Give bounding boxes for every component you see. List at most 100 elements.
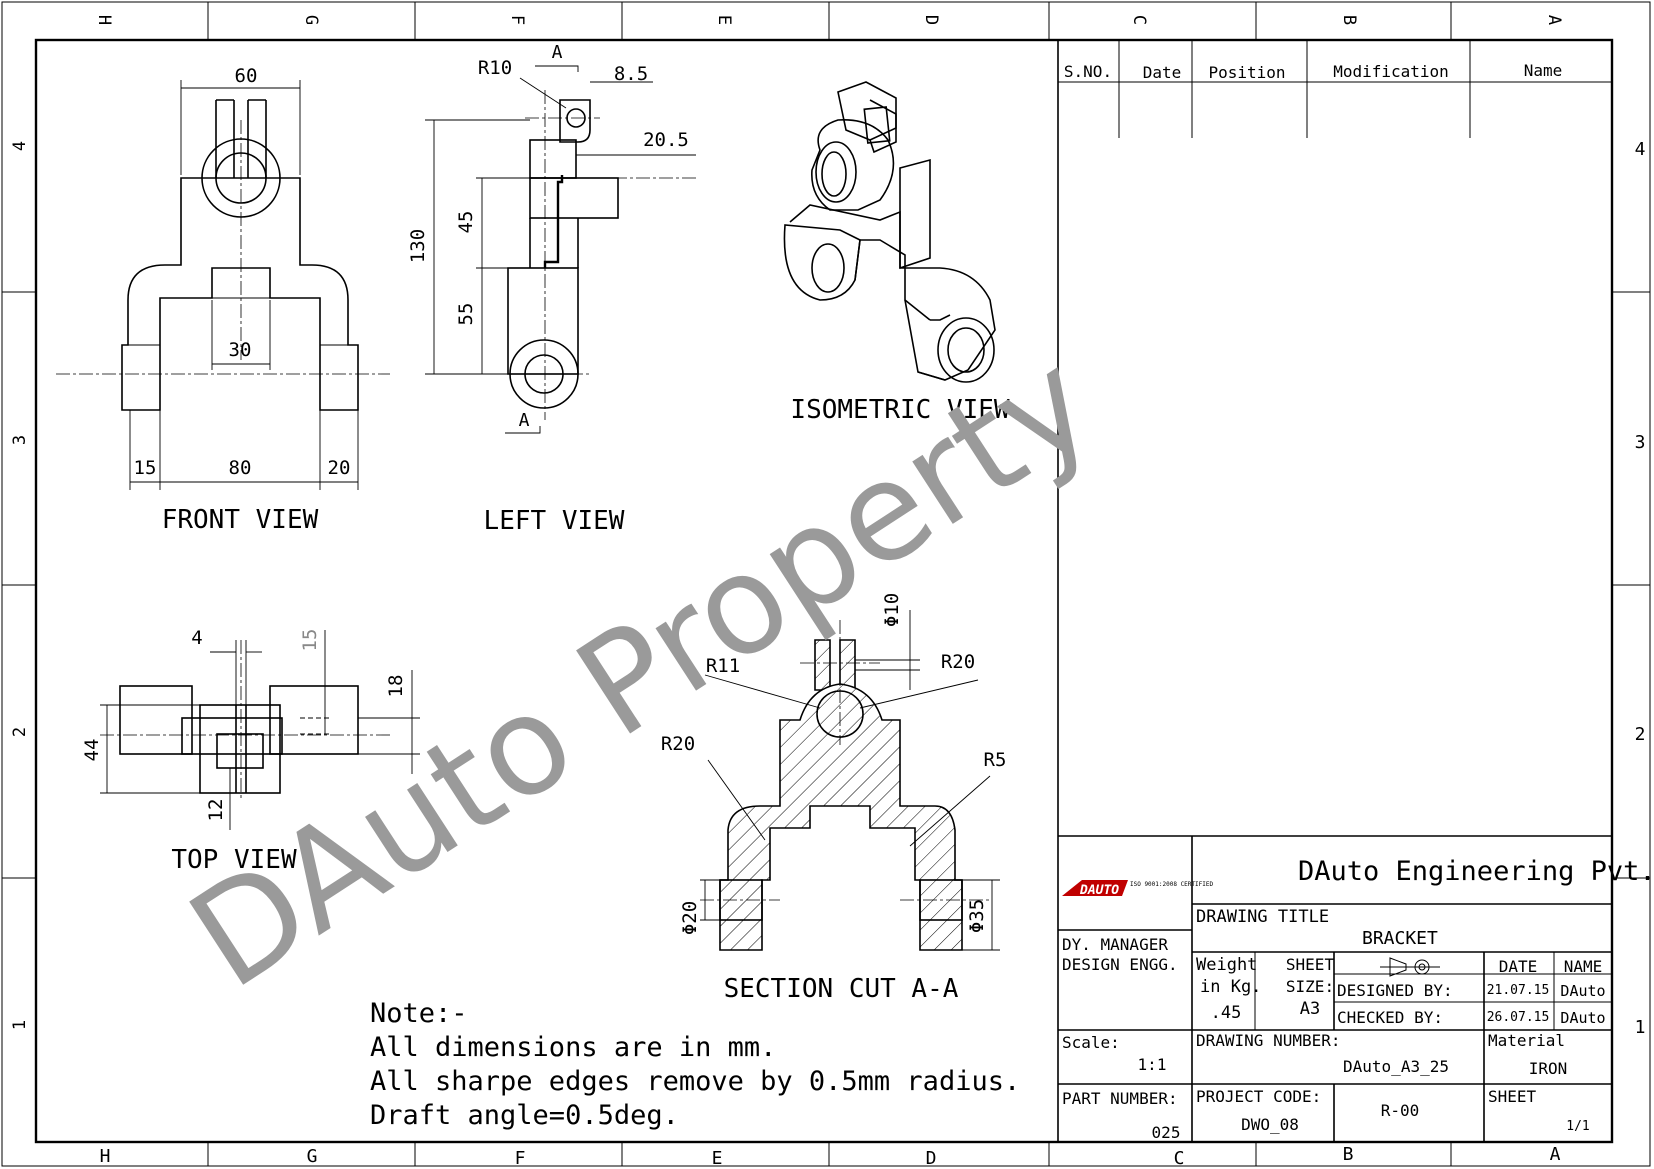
section-dim-r5: R5 (984, 749, 1007, 771)
revision-code: R-00 (1381, 1101, 1420, 1120)
row-left-4: 4 (10, 141, 30, 151)
drawing-number: DAuto_A3_25 (1343, 1057, 1449, 1076)
checked-date: 26.07.15 (1487, 1010, 1550, 1025)
date-header: DATE (1499, 957, 1538, 976)
notes-line-3: Draft angle=0.5deg. (370, 1100, 679, 1131)
left-dim-130: 130 (407, 229, 429, 263)
rev-header-sno: S.NO. (1064, 62, 1112, 81)
left-dim-20-5: 20.5 (643, 129, 689, 151)
company-name: DAuto Engineering Pvt.Ltd. (1298, 856, 1654, 887)
left-dim-45: 45 (455, 211, 477, 234)
material-value: IRON (1529, 1059, 1568, 1078)
zone-top-f: F (507, 15, 527, 25)
checked-by-label: CHECKED BY: (1337, 1008, 1443, 1027)
rev-header-position: Position (1208, 63, 1285, 82)
notes: Note:- All dimensions are in mm. All sha… (370, 998, 1020, 1131)
zone-bottom-e: E (712, 1148, 723, 1169)
left-section-mark-bottom: A (519, 410, 530, 431)
material-label: Material (1488, 1031, 1565, 1050)
row-right-2: 2 (1635, 724, 1646, 745)
top-view-label: TOP VIEW (171, 845, 297, 875)
sheet-value: 1/1 (1566, 1119, 1589, 1134)
sheet-size-label-1: SHEET (1286, 955, 1335, 974)
zone-top-c: C (1129, 15, 1149, 25)
front-view-label: FRONT VIEW (162, 505, 319, 535)
front-dim-60: 60 (235, 65, 258, 87)
projection-symbol-icon (1380, 957, 1440, 977)
company-logo: DAUTO ISO 9001:2008 CERTIFIED (1062, 880, 1213, 898)
role-design-engg: DESIGN ENGG. (1062, 955, 1178, 974)
designed-name: DAuto (1560, 982, 1605, 1000)
section-dim-dia35: Φ35 (966, 899, 988, 933)
isometric-view-label: ISOMETRIC VIEW (790, 395, 1009, 425)
section-dim-r20-top: R20 (941, 651, 975, 673)
sheet-label: SHEET (1488, 1087, 1537, 1106)
zone-top-b: B (1339, 15, 1359, 25)
front-dim-20: 20 (328, 457, 351, 479)
checked-name: DAuto (1560, 1009, 1605, 1027)
zone-top-g: G (301, 15, 321, 25)
top-dim-18: 18 (385, 675, 407, 698)
sheet-size-label-2: SIZE: (1286, 977, 1334, 996)
section-dim-dia10: Φ10 (881, 593, 903, 627)
zone-labels-bottom: H G F E D C B A (100, 1144, 1561, 1169)
zone-labels-right: 4 3 2 1 (1635, 139, 1646, 1038)
weight-label-1: Weight (1196, 955, 1257, 975)
section-view-label: SECTION CUT A-A (724, 974, 959, 1004)
section-view: Φ10 R11 R20 R20 R5 Φ20 Φ35 SECTION CUT A… (661, 593, 1007, 1004)
top-dim-15: 15 (299, 629, 321, 652)
zone-top-e: E (714, 15, 734, 25)
zone-labels-left: 4 3 2 1 (10, 141, 30, 1030)
row-left-1: 1 (10, 1020, 30, 1030)
row-left-3: 3 (10, 435, 30, 445)
front-dim-15: 15 (134, 457, 157, 479)
scale-value: 1:1 (1138, 1055, 1167, 1074)
top-dim-12: 12 (205, 799, 227, 822)
project-code-label: PROJECT CODE: (1196, 1087, 1321, 1106)
rev-header-name: Name (1524, 61, 1563, 80)
title-block: DAUTO ISO 9001:2008 CERTIFIED DAuto Engi… (1058, 835, 1654, 1142)
top-view: 4 15 18 44 12 TOP VIEW (81, 627, 420, 875)
section-dim-r11: R11 (706, 655, 740, 677)
zone-bottom-g: G (307, 1146, 318, 1167)
designed-by-label: DESIGNED BY: (1337, 981, 1453, 1000)
zone-top-d: D (921, 15, 941, 25)
zone-bottom-a: A (1550, 1144, 1561, 1165)
designed-date: 21.07.15 (1487, 983, 1550, 998)
drawing-title: BRACKET (1362, 928, 1438, 949)
drawing-number-label: DRAWING NUMBER: (1196, 1031, 1341, 1050)
part-number: 025 (1152, 1123, 1181, 1142)
section-dim-r20-left: R20 (661, 733, 695, 755)
left-dim-8-5: 8.5 (614, 63, 648, 85)
row-right-4: 4 (1635, 139, 1646, 160)
revision-table: S.NO. Date Position Modification Name (1057, 40, 1612, 1142)
notes-line-1: All dimensions are in mm. (370, 1032, 776, 1063)
logo-text: DAUTO (1079, 883, 1119, 898)
front-view: 60 30 15 80 20 FRONT VIEW (56, 65, 390, 535)
rev-header-date: Date (1143, 63, 1182, 82)
row-right-1: 1 (1635, 1017, 1646, 1038)
drawing-title-label: DRAWING TITLE (1196, 907, 1329, 927)
top-dim-4: 4 (191, 627, 202, 649)
zone-labels-top: H G F E D C B A (94, 15, 1564, 25)
zone-top-a: A (1544, 15, 1564, 25)
left-view: A A R10 8.5 20.5 130 45 55 LEFT VIEW (407, 42, 696, 536)
row-right-3: 3 (1635, 432, 1646, 453)
section-dim-dia20: Φ20 (679, 901, 701, 935)
front-dim-30: 30 (229, 339, 252, 361)
left-view-label: LEFT VIEW (484, 506, 625, 536)
sheet-size-value: A3 (1300, 999, 1320, 1019)
zone-bottom-b: B (1343, 1144, 1354, 1165)
weight-label-2: in Kg. (1200, 977, 1261, 997)
top-dim-44: 44 (81, 739, 103, 762)
notes-line-2: All sharpe edges remove by 0.5mm radius. (370, 1066, 1020, 1097)
notes-title: Note:- (370, 998, 468, 1029)
role-manager: DY. MANAGER (1062, 935, 1168, 954)
zone-bottom-h: H (100, 1146, 111, 1167)
part-number-label: PART NUMBER: (1062, 1089, 1178, 1108)
left-dim-55: 55 (455, 303, 477, 326)
scale-label: Scale: (1062, 1033, 1120, 1052)
project-code: DWO_08 (1241, 1115, 1299, 1134)
